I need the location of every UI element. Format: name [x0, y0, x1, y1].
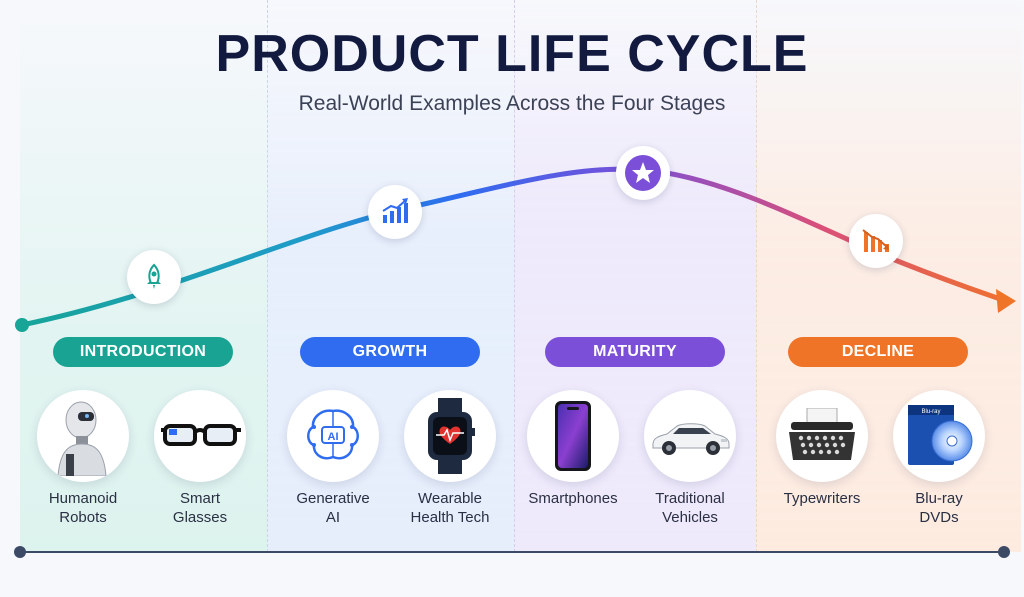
- example-label-traditional-vehicles: Traditional Vehicles: [625, 489, 755, 527]
- stage-pill-introduction: INTRODUCTION: [53, 337, 233, 367]
- smart-glasses-icon: [154, 390, 246, 482]
- smartphone-icon: [527, 390, 619, 482]
- rocket-icon: [127, 250, 181, 304]
- label-line: Wearable: [418, 490, 482, 507]
- smartwatch-icon: [404, 390, 496, 482]
- label-line: Robots: [59, 509, 107, 526]
- star-icon: [616, 146, 670, 200]
- humanoid-robot-icon: [37, 390, 129, 482]
- decline-bar-chart-icon: [849, 214, 903, 268]
- stage-pill-decline: DECLINE: [788, 337, 968, 367]
- car-icon: [644, 390, 736, 482]
- label-line: Smartphones: [528, 490, 618, 507]
- label-line: DVDs: [919, 509, 959, 526]
- page-title: PRODUCT LIFE CYCLE: [215, 25, 809, 83]
- label-line: AI: [325, 509, 341, 526]
- label-line: Glasses: [172, 509, 228, 526]
- label-line: Blu-ray: [915, 490, 963, 507]
- example-label-smartphones: Smartphones: [508, 489, 638, 508]
- example-label-wearable-health-tech: Wearable Health Tech: [385, 489, 515, 527]
- growth-bar-chart-icon: [368, 185, 422, 239]
- stage-pill-growth: GROWTH: [300, 337, 480, 367]
- example-label-bluray-dvds: Blu-ray DVDs: [874, 489, 1004, 527]
- ai-brain-icon: AI: [287, 390, 379, 482]
- example-label-humanoid-robots: Humanoid Robots: [18, 489, 148, 527]
- typewriter-icon: [776, 390, 868, 482]
- label-line: Vehicles: [662, 509, 718, 526]
- label-line: Health Tech: [410, 509, 490, 526]
- label-line: Generative: [296, 490, 370, 507]
- label-line: Smart: [179, 490, 220, 507]
- example-label-typewriters: Typewriters: [757, 489, 887, 508]
- svg-text:Blu-ray: Blu-ray: [921, 409, 940, 415]
- page-subtitle: Real-World Examples Across the Four Stag…: [298, 92, 726, 115]
- label-line: Typewriters: [783, 490, 861, 507]
- example-label-smart-glasses: Smart Glasses: [135, 489, 265, 527]
- example-label-generative-ai: Generative AI: [268, 489, 398, 527]
- label-line: Traditional: [655, 490, 725, 507]
- bluray-disc-icon: Blu-ray: [893, 390, 985, 482]
- svg-text:AI: AI: [328, 431, 339, 443]
- label-line: Humanoid: [48, 490, 118, 507]
- stage-pill-maturity: MATURITY: [545, 337, 725, 367]
